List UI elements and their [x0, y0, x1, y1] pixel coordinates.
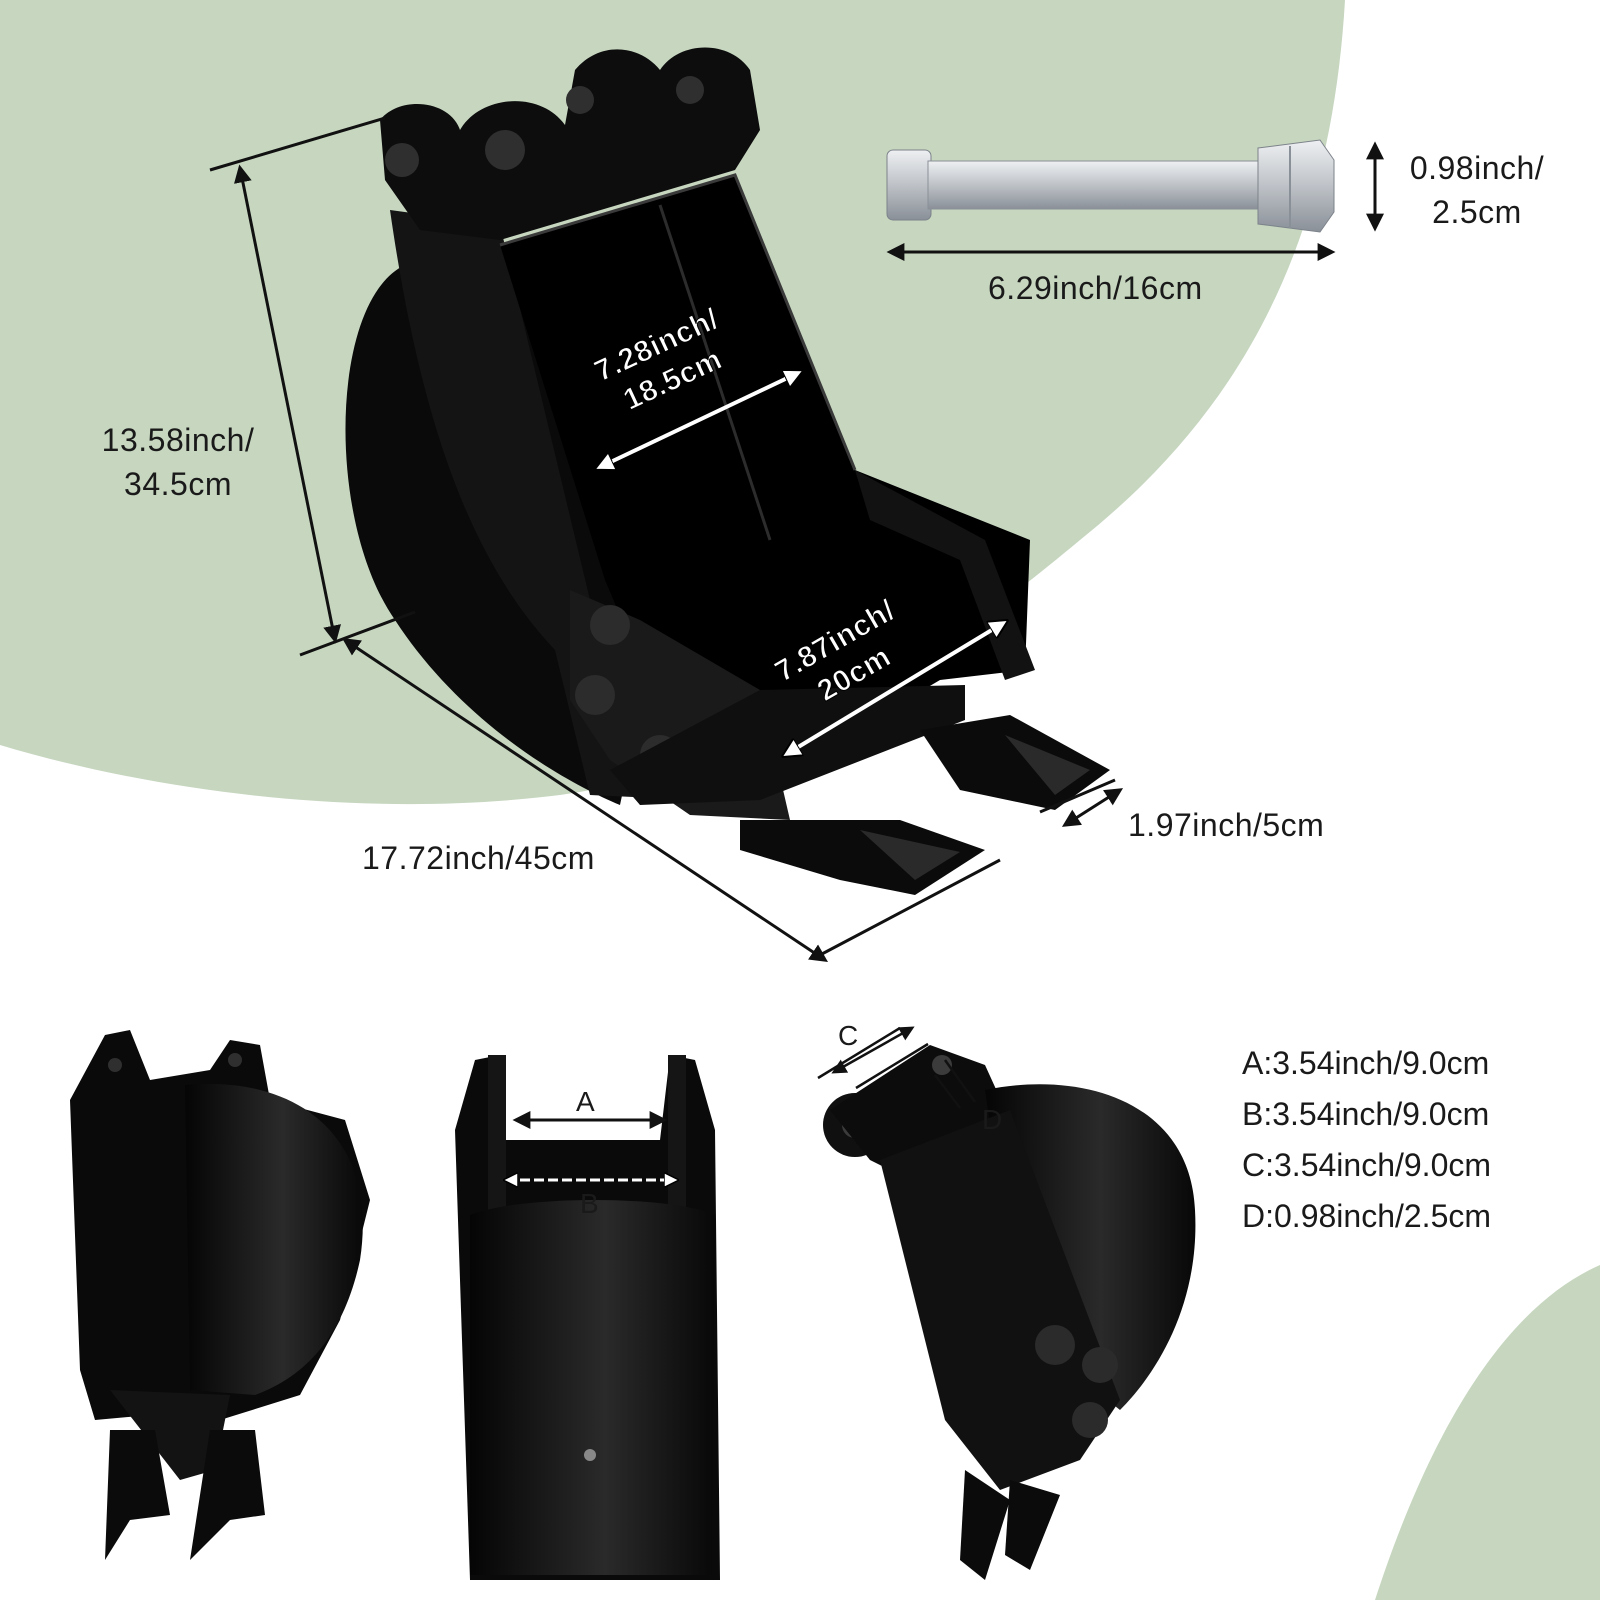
bucket-view-side	[70, 1030, 370, 1560]
spec-item-c: C:3.54inch/9.0cm	[1242, 1147, 1492, 1183]
bucket-view-angled	[823, 1045, 1196, 1580]
pin-diameter-label-line1: 0.98inch/	[1409, 150, 1545, 186]
dimension-lines	[209, 116, 1124, 962]
pin-length-label: 6.29inch/16cm	[988, 270, 1203, 306]
letter-d: D	[982, 1104, 1003, 1135]
pin-diameter-label-line2: 2.5cm	[1432, 194, 1522, 230]
angled-view-dimension-lines	[817, 1026, 977, 1109]
length-label: 17.72inch/45cm	[362, 840, 595, 876]
letter-c: C	[838, 1020, 859, 1051]
pin-diameter-label: 0.98inch/ 2.5cm	[1392, 146, 1562, 234]
letter-b: B	[580, 1188, 599, 1219]
spec-item-d: D:0.98inch/2.5cm	[1242, 1198, 1492, 1234]
letter-a: A	[576, 1086, 595, 1117]
pin-image	[886, 139, 1335, 233]
spec-list: A:3.54inch/9.0cm B:3.54inch/9.0cm C:3.54…	[1242, 1038, 1491, 1242]
spec-item-b: B:3.54inch/9.0cm	[1242, 1096, 1490, 1132]
tooth-label: 1.97inch/5cm	[1128, 807, 1325, 843]
height-label-line1: 13.58inch/	[101, 422, 255, 458]
pin-dimension-lines	[886, 141, 1384, 261]
height-label: 13.58inch/ 34.5cm	[78, 418, 278, 506]
spec-item-a: A:3.54inch/9.0cm	[1242, 1045, 1490, 1081]
bucket-view-front	[455, 1055, 720, 1580]
height-label-line2: 34.5cm	[124, 466, 232, 502]
green-corner-shape	[1375, 1265, 1600, 1600]
interior-dimension-lines	[598, 372, 1005, 755]
